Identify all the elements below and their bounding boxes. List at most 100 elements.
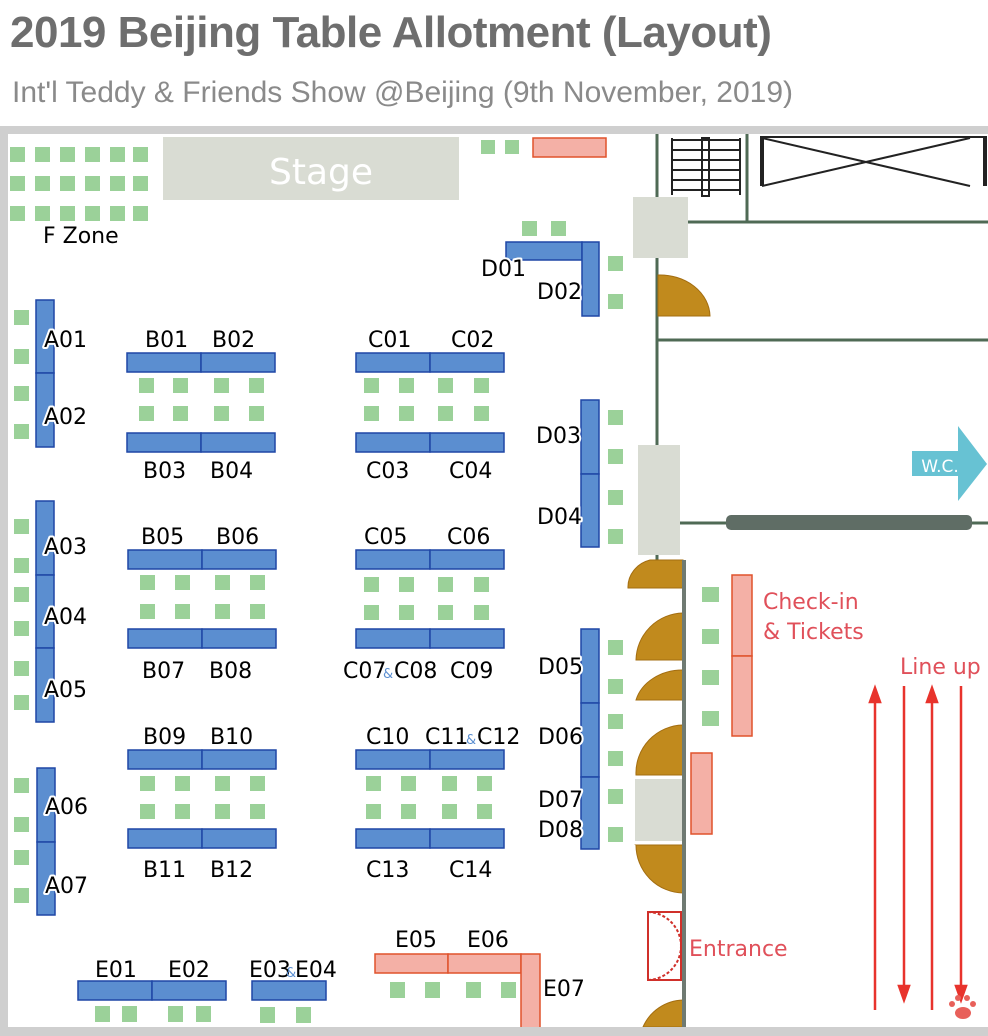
label-b07: B07 <box>142 659 185 684</box>
b-tables[interactable] <box>126 352 277 849</box>
doors <box>627 274 711 1027</box>
label-b04: B04 <box>210 459 253 484</box>
e-chairs <box>95 982 516 1023</box>
label-b09: B09 <box>143 725 186 750</box>
label-e01: E01 <box>95 958 137 983</box>
table-c09 <box>429 628 505 649</box>
entrance-label: Entrance <box>689 937 788 962</box>
label-a07: A07 <box>45 874 88 899</box>
checkin-table <box>731 574 753 657</box>
d-tables[interactable] <box>505 241 600 850</box>
table-b12 <box>201 828 277 849</box>
label-c02: C02 <box>451 328 494 353</box>
table-c02 <box>429 352 505 373</box>
checkin-label: Check-in <box>763 590 859 615</box>
label-b05: B05 <box>141 525 184 550</box>
label-c05: C05 <box>364 525 407 550</box>
table-c03 <box>355 432 431 453</box>
tickets-label: & Tickets <box>763 620 864 645</box>
label-c08: C08 <box>394 659 437 684</box>
table-d05 <box>580 628 600 704</box>
label-c13: C13 <box>366 858 409 883</box>
checkin-chairs <box>702 587 719 726</box>
label-d07: D07 <box>538 788 583 813</box>
label-b12: B12 <box>210 858 253 883</box>
b-chairs <box>139 378 265 819</box>
line-up-arrows <box>868 684 968 1010</box>
label-a02: A02 <box>44 405 87 430</box>
label-d06: D06 <box>538 725 583 750</box>
table-b03 <box>126 432 202 453</box>
label-c11: C11 <box>425 725 468 750</box>
table-c10 <box>355 749 431 770</box>
amp-c11-c12: & <box>466 733 476 748</box>
label-c06: C06 <box>447 525 490 550</box>
building-walls <box>655 134 988 560</box>
label-d02: D02 <box>537 280 582 305</box>
chair <box>481 140 495 154</box>
label-c04: C04 <box>449 459 492 484</box>
table-b02 <box>200 352 276 373</box>
wc-arrow[interactable]: W.C. <box>912 426 987 501</box>
floor-plan-frame: Stage F Zone <box>0 126 988 1036</box>
ticket-table <box>690 752 713 835</box>
e-tables-blue[interactable] <box>77 980 327 1001</box>
floor-plan-svg: Stage F Zone <box>10 134 988 1027</box>
table-a05 <box>35 647 55 723</box>
entrance-door[interactable] <box>647 911 682 981</box>
label-c07: C07 <box>343 659 386 684</box>
table-d04 <box>580 473 600 548</box>
label-b08: B08 <box>209 659 252 684</box>
label-e02: E02 <box>168 958 210 983</box>
label-c12: C12 <box>477 725 520 750</box>
table-b10 <box>201 749 277 770</box>
service-table-top <box>532 137 607 158</box>
label-c14: C14 <box>449 858 492 883</box>
label-b03: B03 <box>143 459 186 484</box>
table-c07-c08 <box>355 628 431 649</box>
page-subtitle: Int'l Teddy & Friends Show @Beijing (9th… <box>12 76 794 109</box>
table-b06 <box>201 549 277 570</box>
label-e05: E05 <box>395 928 437 953</box>
label-c01: C01 <box>368 328 411 353</box>
c-tables[interactable] <box>355 352 505 849</box>
label-b10: B10 <box>210 725 253 750</box>
amp-e03-e04: & <box>286 966 296 981</box>
label-a06: A06 <box>45 795 88 820</box>
f-zone-label: F Zone <box>43 224 119 249</box>
table-e02 <box>151 980 227 1001</box>
pillar <box>633 197 688 258</box>
page-title: 2019 Beijing Table Allotment (Layout) <box>10 8 772 57</box>
wall-bar <box>726 515 972 530</box>
f-zone-chairs <box>10 147 148 221</box>
staircase <box>671 137 741 197</box>
label-d04: D04 <box>537 505 582 530</box>
label-c10: C10 <box>366 725 409 750</box>
label-e06: E06 <box>467 928 509 953</box>
label-d05: D05 <box>538 655 583 680</box>
table-b09 <box>127 749 203 770</box>
a-chairs <box>14 310 29 903</box>
e-tables-pink[interactable] <box>374 953 541 1027</box>
label-a05: A05 <box>44 678 87 703</box>
wc-label: W.C. <box>921 457 959 477</box>
label-b01: B01 <box>145 328 188 353</box>
table-b07 <box>127 628 203 649</box>
chair <box>505 140 519 154</box>
amp-c07-c08: & <box>383 667 393 682</box>
line-up-label: Line up <box>900 655 981 680</box>
c-chairs <box>364 378 492 819</box>
label-c09: C09 <box>450 659 493 684</box>
elevator-shaft <box>760 136 987 187</box>
table-c14 <box>429 828 505 849</box>
table-e07 <box>520 953 541 1027</box>
label-a04: A04 <box>44 605 87 630</box>
table-b04 <box>200 432 276 453</box>
table-e01 <box>77 980 153 1001</box>
label-c03: C03 <box>366 459 409 484</box>
floor-plan: Stage F Zone <box>8 134 988 1027</box>
label-d08: D08 <box>538 818 583 843</box>
table-b08 <box>201 628 277 649</box>
a-tables[interactable] <box>35 299 56 916</box>
table-c13 <box>355 828 431 849</box>
